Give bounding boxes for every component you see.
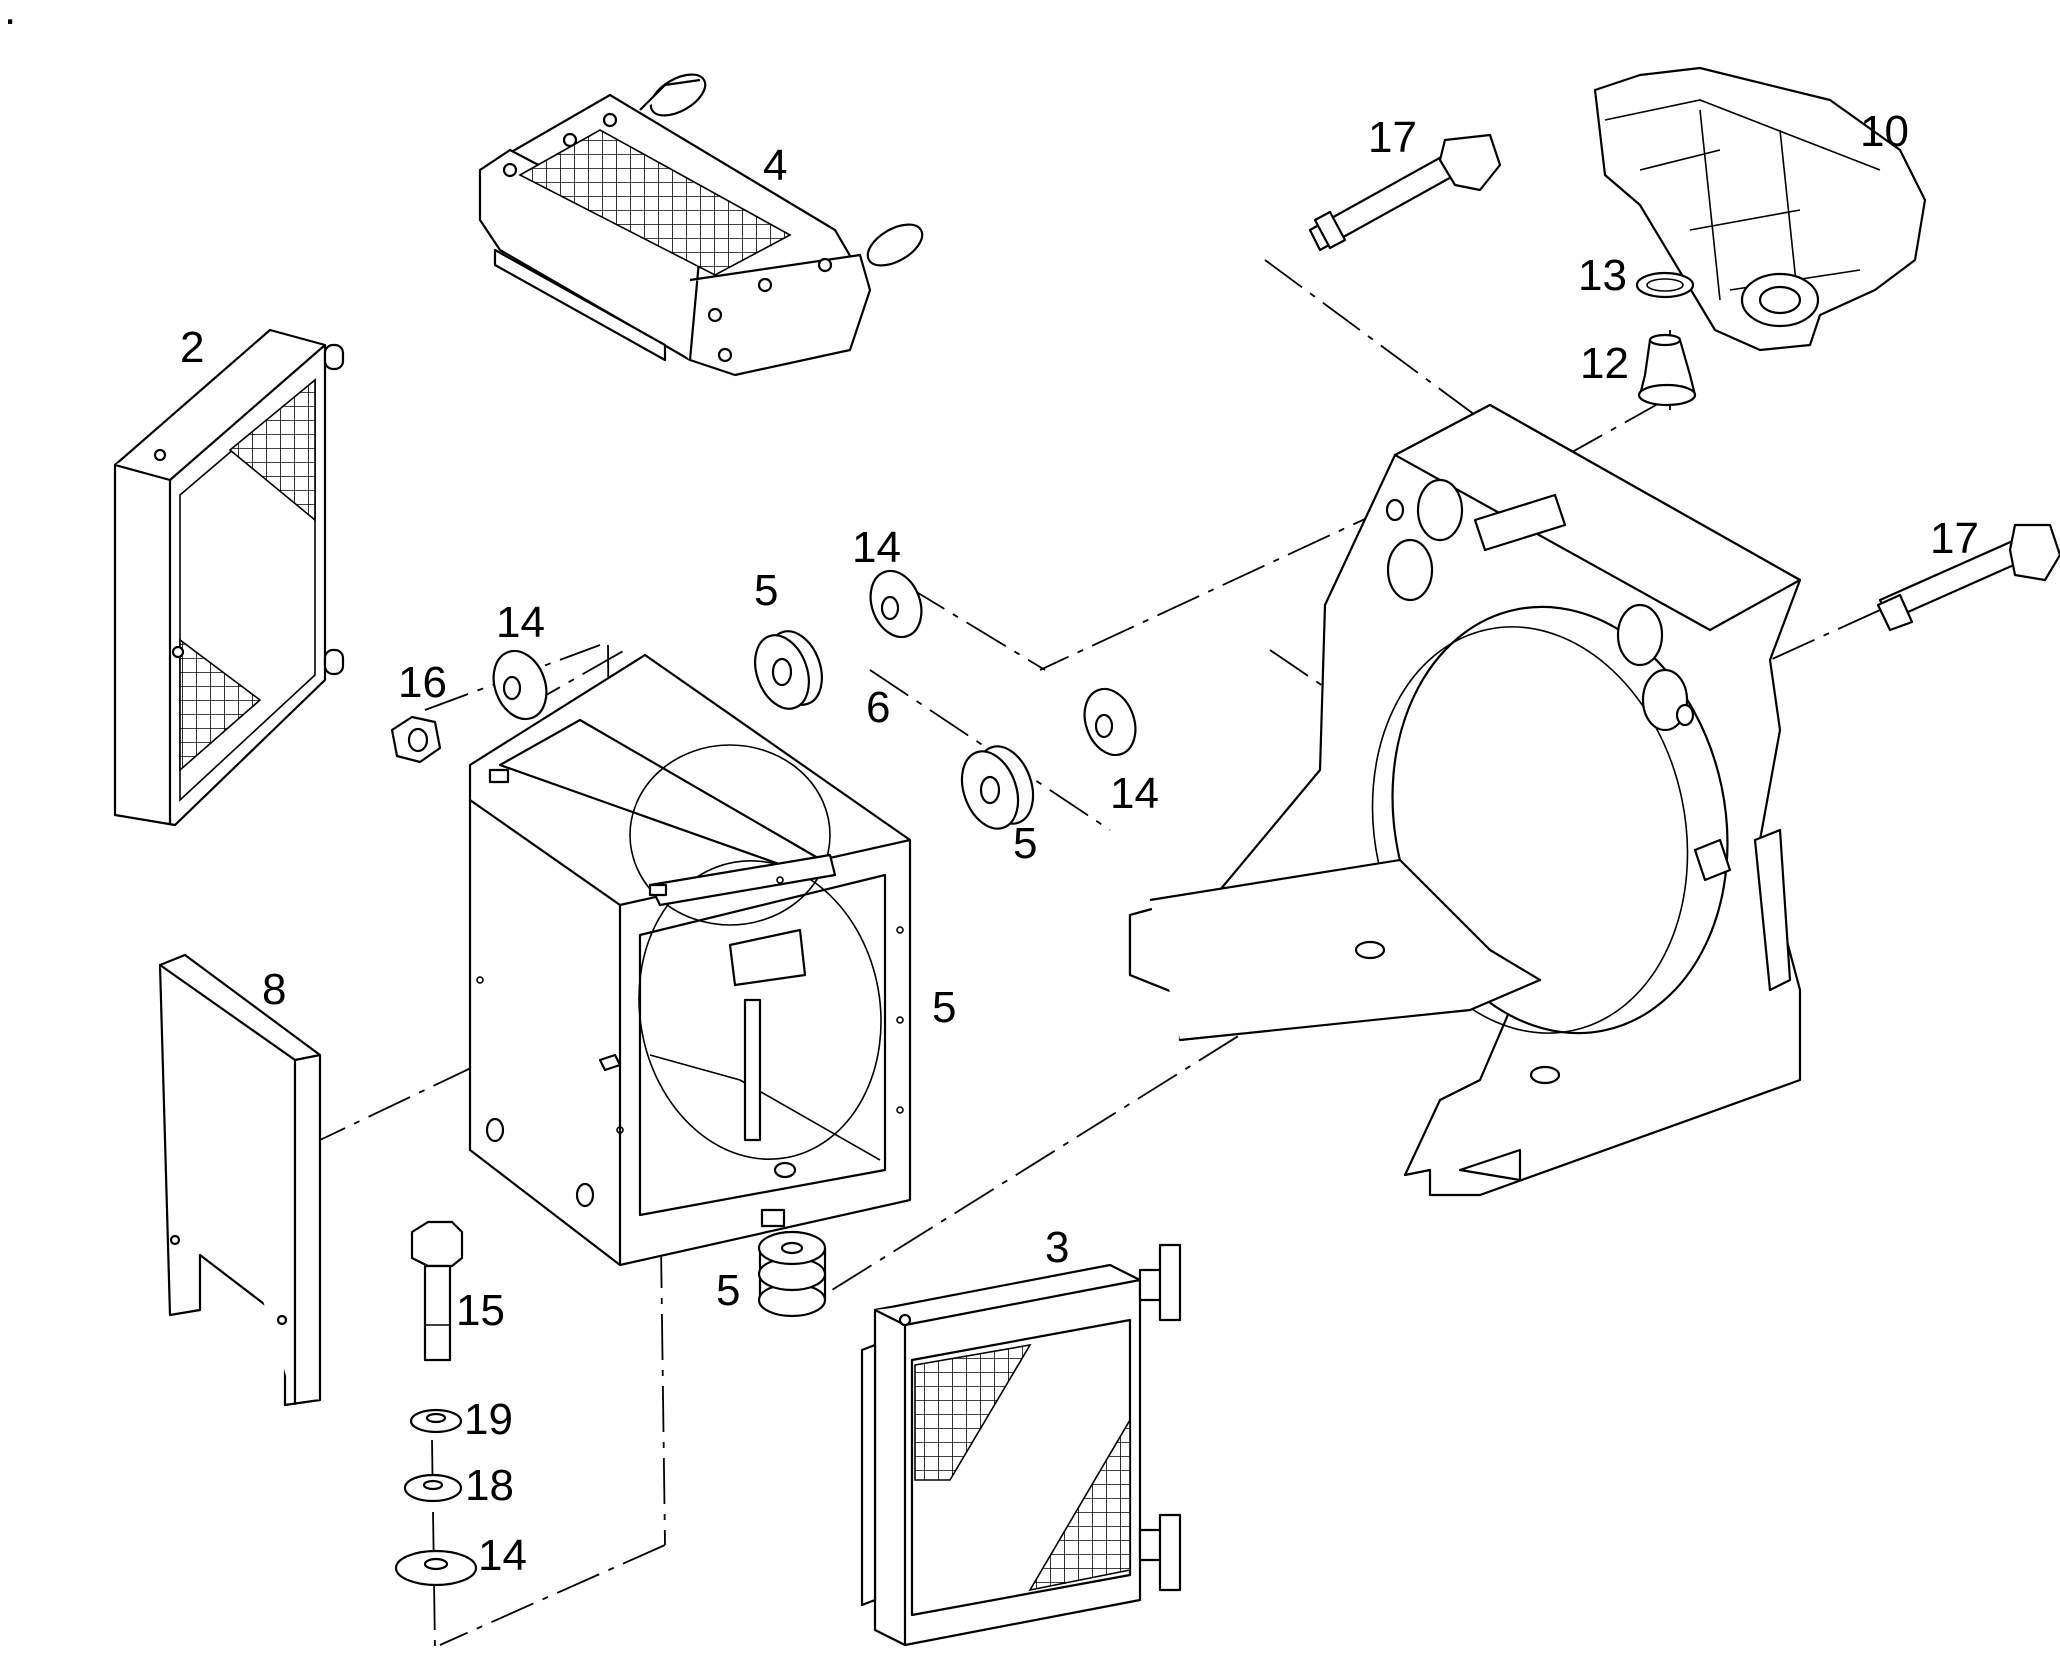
callout-5-box: 5 [932,983,956,1032]
fitting-part-12 [1637,333,1697,407]
callout-17-top: 17 [1368,113,1417,162]
washer-part-14-right [1083,687,1137,757]
radiator-frame-part-2 [113,328,345,827]
callout-14-right: 14 [1110,769,1159,818]
callout-18: 18 [465,1461,514,1510]
washer-part-19 [409,1408,463,1434]
corner-mark: . [4,0,16,34]
callout-14-top: 14 [852,523,901,572]
washer-part-14-left [492,649,548,721]
callout-14-left: 14 [496,598,545,647]
fan-shroud [1128,403,1802,1197]
callout-16: 16 [398,658,447,707]
callout-8: 8 [262,965,286,1014]
rubber-mount-part-5-top [754,630,823,710]
oil-cooler-part-3 [860,1243,1182,1647]
o-ring-inner [1646,278,1684,292]
bolt-part-15 [410,1220,464,1362]
charge-air-cooler-part-4 [478,73,924,377]
callout-5-right: 5 [1013,819,1037,868]
callout-19: 19 [464,1395,513,1444]
callout-labels: 2 3 4 5 5 5 5 6 8 10 12 13 14 14 14 14 1… [180,107,1979,1580]
callout-6: 6 [866,683,890,732]
washer-part-14-bottom [394,1549,478,1587]
callout-2: 2 [180,323,204,372]
callout-10: 10 [1860,107,1909,156]
callout-5-bottom: 5 [716,1266,740,1315]
bolt-part-17-right [1876,523,2060,632]
fan-housing-box [468,653,912,1267]
washer-part-14-top [869,569,923,639]
callout-15: 15 [456,1286,505,1335]
callout-17-right: 17 [1930,514,1979,563]
washer-part-18 [403,1473,463,1503]
nut-part-16 [390,715,442,764]
callout-5-top: 5 [754,566,778,615]
callout-14-bottom: 14 [478,1531,527,1580]
expansion-tank-part-10 [1593,66,1927,352]
cover-plate-part-8 [158,953,322,1407]
rubber-mount-part-5-right [960,745,1035,830]
bolt-part-17-top [1308,133,1502,252]
callout-13: 13 [1578,251,1627,300]
callout-12: 12 [1580,339,1629,388]
callout-3: 3 [1045,1223,1069,1272]
rubber-mount-part-5-bottom [757,1208,827,1318]
o-ring-part-13 [1635,271,1695,299]
callout-4: 4 [763,141,787,190]
